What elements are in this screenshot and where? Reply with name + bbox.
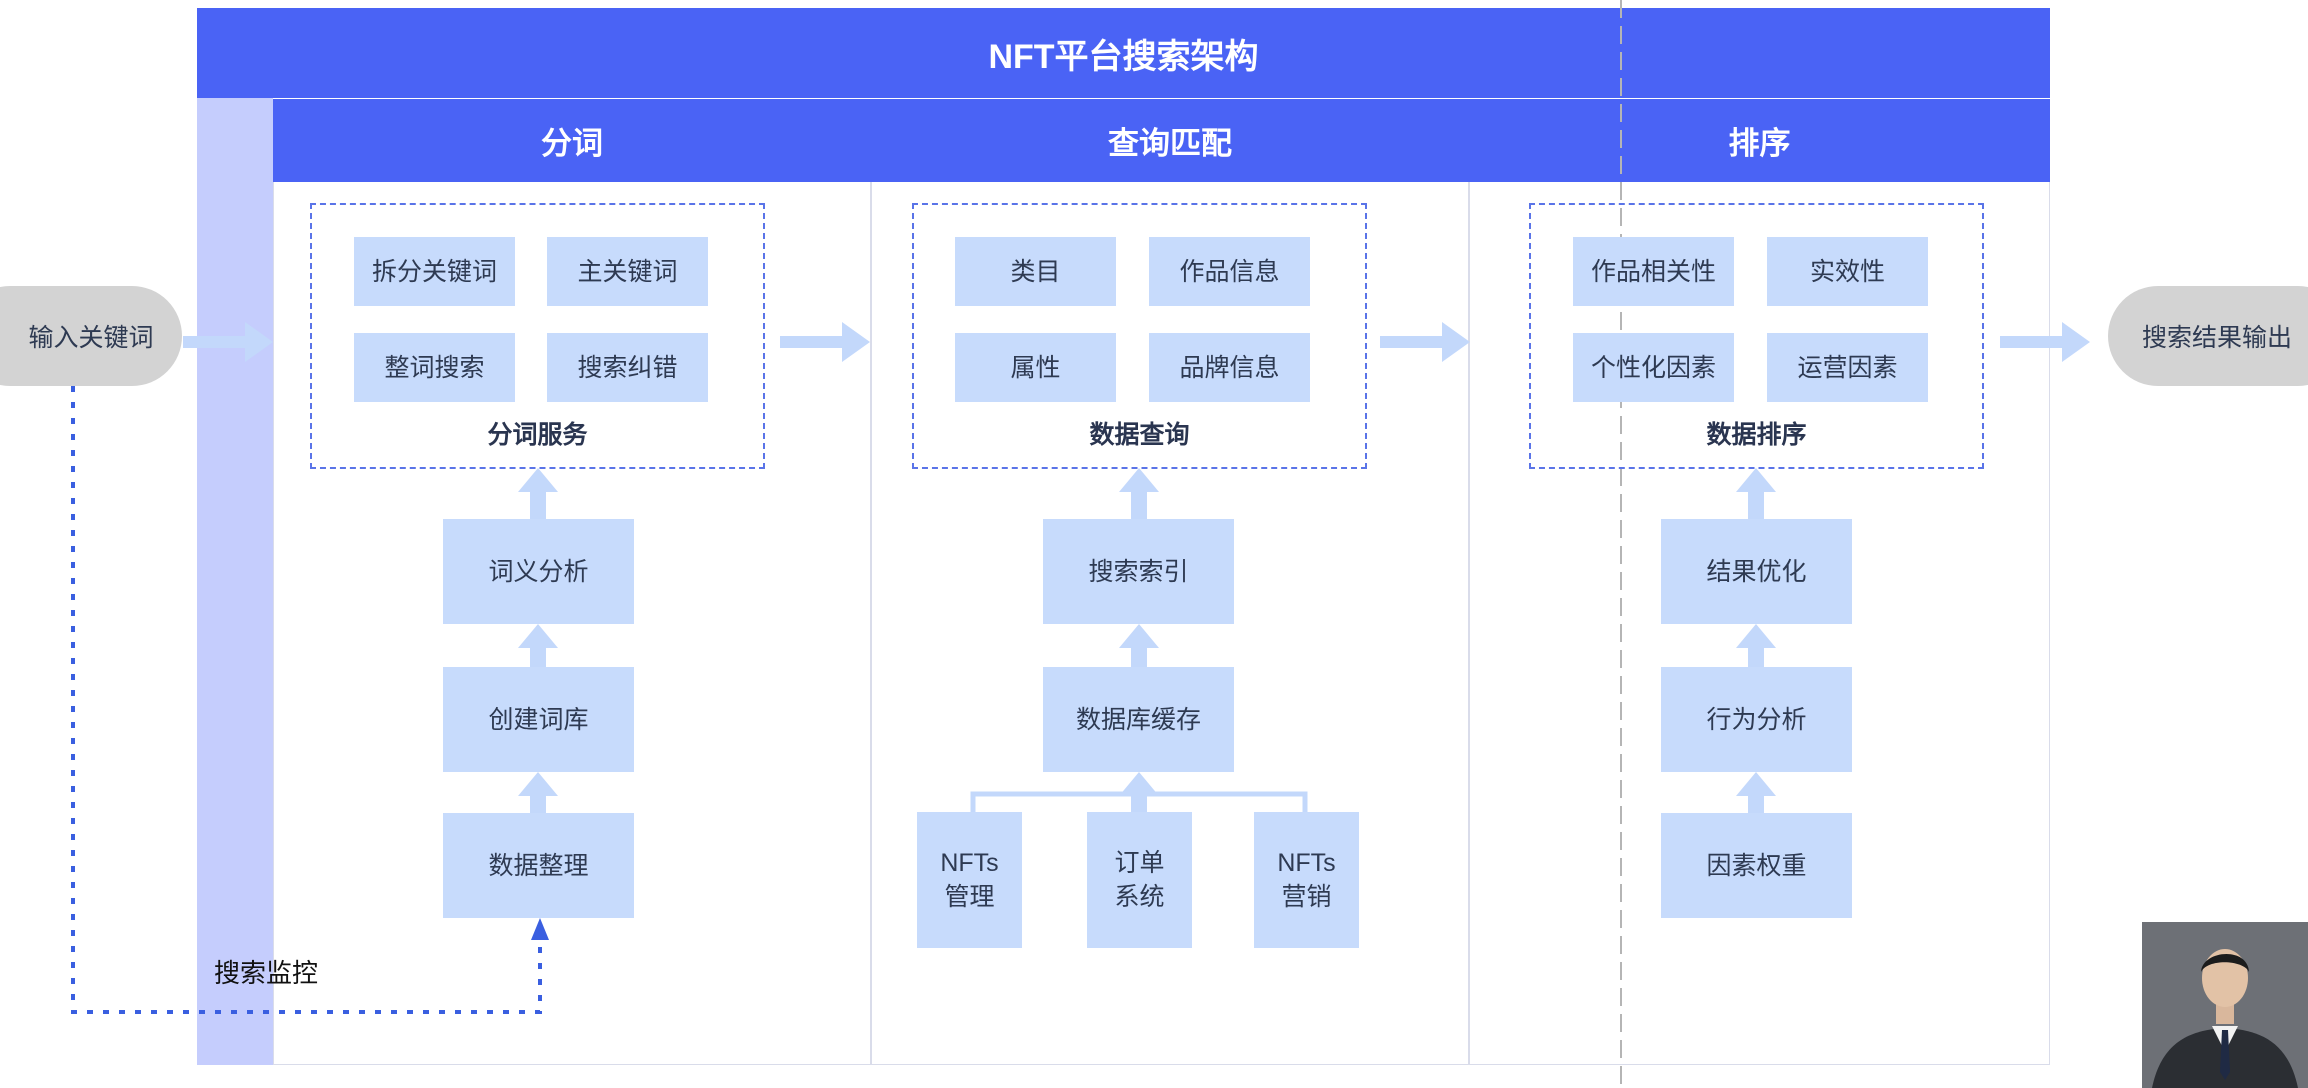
search-output-pill: 搜索结果输出 [2108,286,2308,386]
group-data-query: 数据查询 [912,203,1367,469]
box-create-lexicon: 创建词库 [443,667,634,772]
arrow-up-3 [518,772,558,813]
monitor-loop-arrowhead [531,918,549,940]
arrow-up-7 [1736,468,1776,519]
box-database-cache: 数据库缓存 [1043,667,1234,772]
input-keyword-pill: 输入关键词 [0,286,182,386]
box-nfts-management: NFTs 管理 [917,812,1022,948]
presenter-avatar-graphic [2142,922,2308,1088]
arrow-up-2 [518,624,558,667]
box-operation-factors: 运营因素 [1767,333,1928,402]
search-output-label: 搜索结果输出 [2142,324,2293,352]
box-spell-correction: 搜索纠错 [547,333,708,402]
presenter-avatar-icon [2142,922,2308,1088]
box-semantic-analysis: 词义分析 [443,519,634,624]
box-work-info: 作品信息 [1149,237,1310,306]
sources-connector [970,791,1308,812]
up-arrows-segmentation [518,468,558,813]
box-main-keyword: 主关键词 [547,237,708,306]
arrow-up-1 [518,468,558,519]
up-arrows-ranking [1736,468,1776,813]
monitor-lane-strip [197,98,273,1065]
input-keyword-label: 输入关键词 [28,324,154,352]
box-split-keywords: 拆分关键词 [354,237,515,306]
box-data-cleanup: 数据整理 [443,813,634,918]
group-title: 数据查询 [1089,421,1190,449]
arrow-segmentation-to-query [780,322,870,362]
box-whole-word-search: 整词搜索 [354,333,515,402]
arrow-ranking-to-output [2000,322,2090,362]
box-brand-info: 品牌信息 [1149,333,1310,402]
arrow-up-4 [1119,468,1159,519]
arrow-input-to-segmentation [183,322,273,362]
flow-arrows [183,322,2090,362]
box-timeliness: 实效性 [1767,237,1928,306]
box-category: 类目 [955,237,1116,306]
box-factor-weights: 因素权重 [1661,813,1852,918]
box-behavior-analysis: 行为分析 [1661,667,1852,772]
box-personalization: 个性化因素 [1573,333,1734,402]
column-header-ranking: 排序 [1469,99,2050,182]
arrow-up-9 [1736,772,1776,813]
search-monitor-label: 搜索监控 [214,958,319,988]
diagram-title: NFT平台搜索架构 [197,8,2050,98]
group-title: 分词服务 [487,421,588,449]
arrow-query-to-ranking [1380,322,1470,362]
box-attribute: 属性 [955,333,1116,402]
arrow-up-5 [1119,624,1159,667]
column-header-query-matching: 查询匹配 [871,99,1469,182]
group-segmentation-service: 分词服务 [310,203,765,469]
box-search-index: 搜索索引 [1043,519,1234,624]
box-work-relevance: 作品相关性 [1573,237,1734,306]
box-result-optimization: 结果优化 [1661,519,1852,624]
box-order-system: 订单 系统 [1087,812,1192,948]
group-title: 数据排序 [1706,421,1807,449]
column-header-segmentation: 分词 [273,99,871,182]
group-data-ranking: 数据排序 [1529,203,1984,469]
arrow-up-8 [1736,624,1776,667]
box-nfts-marketing: NFTs 营销 [1254,812,1359,948]
